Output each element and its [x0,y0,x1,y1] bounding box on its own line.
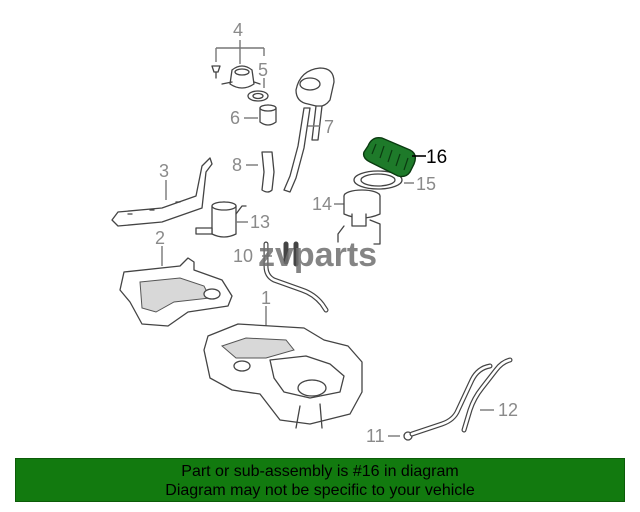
callout-7: 7 [324,117,334,137]
part-8-hose [246,151,275,193]
callout-6: 6 [230,108,240,128]
callout-16: 16 [426,147,447,168]
part-3-bracket [111,157,213,227]
callout-15: 15 [416,174,436,194]
part-4-vent-valves [211,40,265,89]
part-6-seal [244,104,277,126]
part-12-lines [409,357,513,437]
part-1-fuel-tank [203,306,363,429]
part-14-sender [334,189,381,245]
part-15-lock-ring [353,170,414,190]
callout-14: 14 [312,194,332,214]
banner-line-1: Part or sub-assembly is #16 in diagram [181,463,459,480]
part-2-tank-shield [119,246,233,327]
part-11-clip [388,431,413,441]
info-banner: Part or sub-assembly is #16 in diagram D… [15,458,625,502]
part-16-highlighted [362,136,426,178]
banner-line-2: Diagram may not be specific to your vehi… [165,482,475,499]
callout-13: 13 [250,212,270,232]
callout-1: 1 [261,288,271,308]
callout-11: 11 [366,426,385,446]
part-10-feed-line [262,241,329,313]
callout-12: 12 [498,400,518,420]
callout-3: 3 [159,161,169,181]
callout-10: 10 [233,246,253,266]
callout-4: 4 [233,20,243,40]
callout-8: 8 [232,155,242,175]
part-5-grommet [247,78,269,102]
watermark-text: zvparts [258,236,377,274]
callout-2: 2 [155,228,165,248]
part-7-filler-neck [283,67,335,193]
part-13-pump-module [195,201,248,238]
callout-5: 5 [258,60,268,80]
